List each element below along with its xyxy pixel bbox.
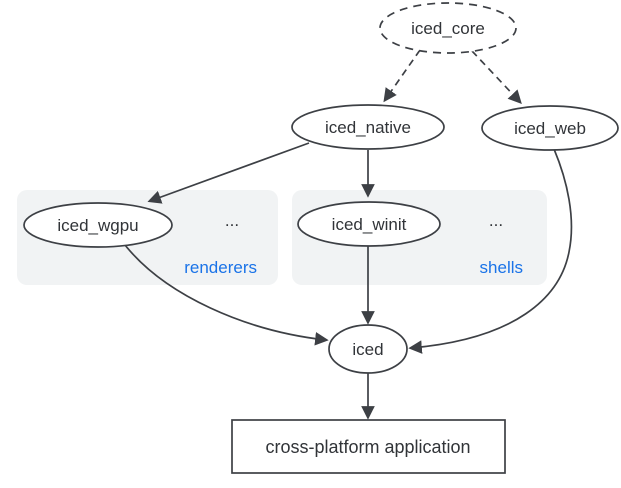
label-iced-winit: iced_winit (332, 215, 407, 234)
label-iced: iced (352, 340, 383, 359)
label-iced-core: iced_core (411, 19, 485, 38)
edge-core-to-native (383, 49, 421, 103)
renderers-ellipsis: ... (225, 211, 239, 230)
edge-native-to-wgpu (147, 142, 310, 204)
node-iced (328, 324, 408, 374)
node-cross-platform-application (231, 419, 506, 474)
label-cross-platform-application: cross-platform application (265, 437, 470, 457)
edge-wgpu-to-iced (124, 244, 329, 346)
label-iced-wgpu: iced_wgpu (57, 216, 138, 235)
label-iced-native: iced_native (325, 118, 411, 137)
edge-core-to-web (471, 50, 522, 104)
label-iced-web: iced_web (514, 119, 586, 138)
renderers-caption: renderers (184, 258, 257, 277)
shells-caption: shells (480, 258, 523, 277)
shells-ellipsis: ... (489, 211, 503, 230)
node-iced-winit (297, 201, 441, 247)
node-iced-core (379, 2, 517, 54)
node-iced-native (291, 104, 445, 150)
node-iced-web (481, 105, 619, 151)
edge-web-to-iced (408, 148, 573, 354)
node-iced-wgpu (23, 202, 173, 248)
